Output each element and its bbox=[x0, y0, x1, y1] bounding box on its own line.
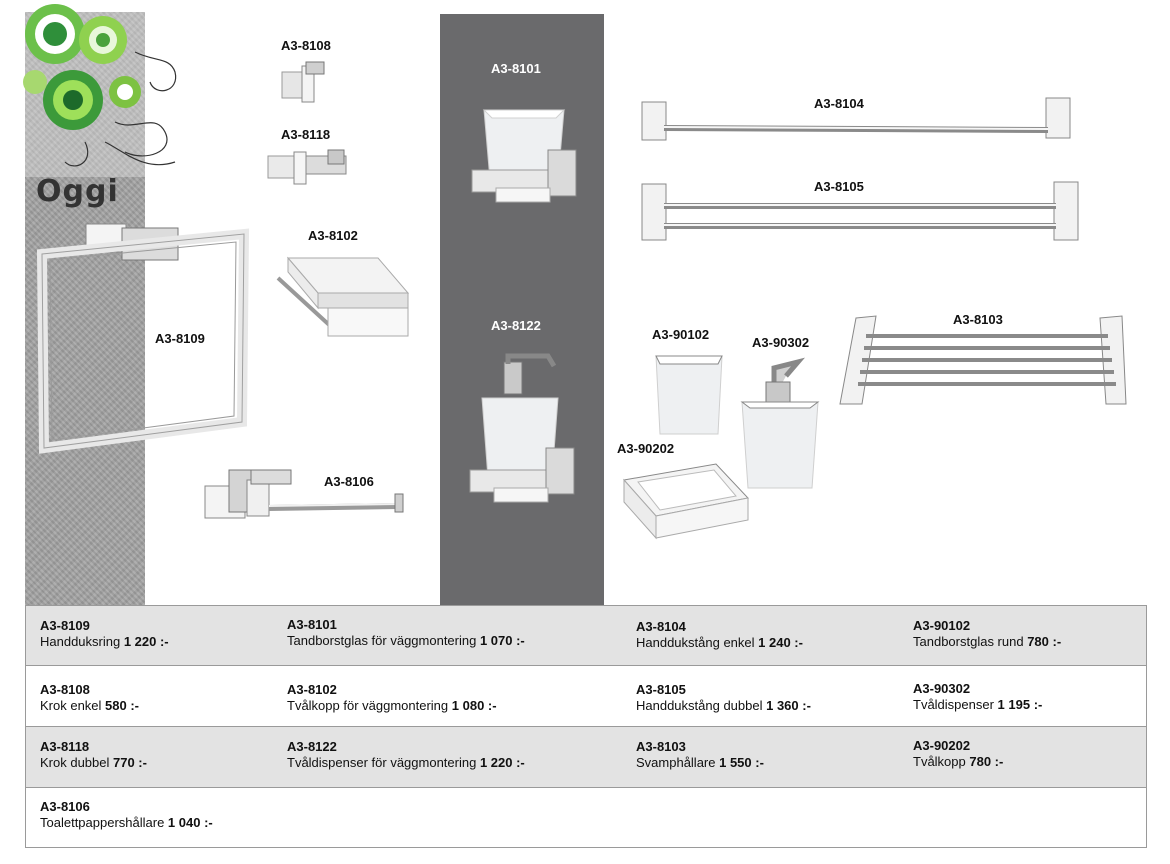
soap-dispenser-wall-image bbox=[469, 353, 575, 503]
towel-shelf-image bbox=[839, 315, 1127, 405]
brand-title: Oggi bbox=[36, 174, 119, 209]
double-hook-image bbox=[267, 149, 347, 185]
label-a3-8108: A3-8108 bbox=[281, 38, 331, 53]
label-a3-8104: A3-8104 bbox=[814, 96, 864, 111]
label-a3-8103: A3-8103 bbox=[953, 312, 1003, 327]
towel-rail-single-image bbox=[641, 97, 1071, 141]
label-a3-8118: A3-8118 bbox=[281, 127, 331, 142]
soap-dish-wall-image bbox=[276, 256, 410, 337]
label-a3-90202: A3-90202 bbox=[617, 441, 675, 456]
label-a3-90102: A3-90102 bbox=[652, 327, 710, 342]
label-a3-90302: A3-90302 bbox=[752, 335, 810, 350]
toothbrush-glass-wall-image bbox=[471, 109, 577, 203]
towel-rail-double-image bbox=[641, 181, 1079, 241]
label-a3-8106: A3-8106 bbox=[324, 474, 374, 489]
label-a3-8109: A3-8109 bbox=[155, 331, 205, 346]
label-a3-8122: A3-8122 bbox=[491, 318, 541, 333]
label-a3-8101: A3-8101 bbox=[491, 61, 541, 76]
single-hook-image bbox=[281, 61, 325, 103]
soap-dish-image bbox=[623, 463, 749, 540]
label-a3-8105: A3-8105 bbox=[814, 179, 864, 194]
toilet-paper-holder-image bbox=[204, 469, 404, 519]
decorative-circles-graphic bbox=[23, 4, 177, 177]
label-a3-8102: A3-8102 bbox=[308, 228, 358, 243]
soap-dispenser-image bbox=[740, 357, 820, 489]
tumbler-image bbox=[655, 355, 723, 435]
towel-ring-image bbox=[36, 223, 250, 454]
